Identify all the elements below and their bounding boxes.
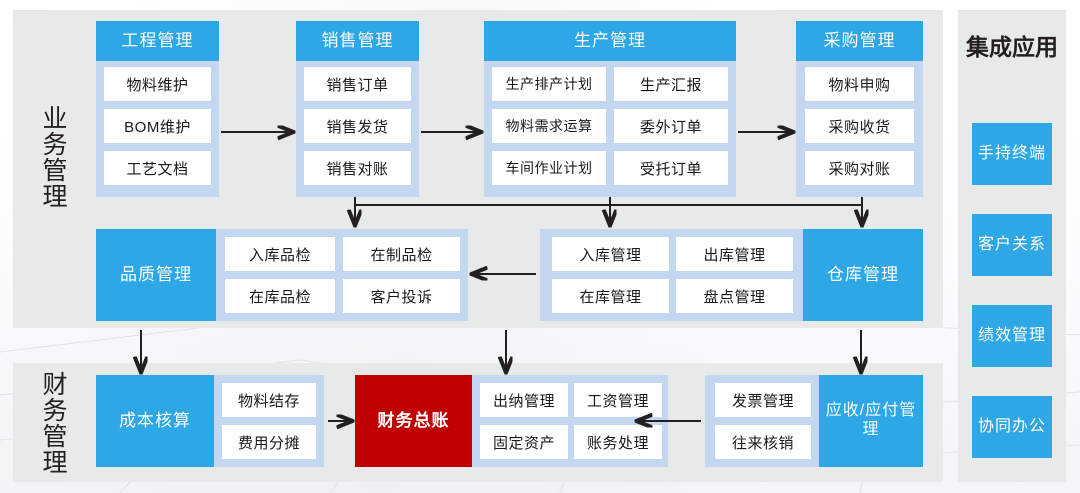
group-ledger[interactable]: 财务总账 出纳管理 工资管理 固定资产 账务处理: [355, 375, 668, 467]
cell-outbound-management[interactable]: 出库管理: [676, 237, 793, 271]
group-purchase-header[interactable]: 采购管理: [796, 21, 923, 61]
group-ledger-header[interactable]: 财务总账: [355, 375, 472, 467]
cell-fixed-assets[interactable]: 固定资产: [480, 425, 568, 459]
cell-inbound-management[interactable]: 入库管理: [552, 237, 669, 271]
row-label-business: 业务管理: [39, 105, 67, 209]
group-receivable-payable[interactable]: 发票管理 往来核销 应收/应付管理: [705, 375, 923, 467]
group-warehouse[interactable]: 入库管理 出库管理 在库管理 盘点管理 仓库管理: [540, 229, 923, 321]
group-warehouse-header[interactable]: 仓库管理: [803, 229, 923, 321]
group-quality-header[interactable]: 品质管理: [96, 229, 216, 321]
cell-material-balance[interactable]: 物料结存: [222, 383, 316, 417]
cell-purchase-reconciliation[interactable]: 采购对账: [805, 151, 914, 185]
cell-workshop-job-plan[interactable]: 车间作业计划: [492, 151, 606, 185]
cell-expense-allocation[interactable]: 费用分摊: [222, 425, 316, 459]
cell-wip-inspection[interactable]: 在制品检: [343, 237, 460, 271]
cell-payroll-management[interactable]: 工资管理: [574, 383, 662, 417]
group-cost[interactable]: 成本核算 物料结存 费用分摊: [96, 375, 324, 467]
group-purchase[interactable]: 采购管理 物料申购 采购收货 采购对账: [796, 21, 923, 197]
row-label-finance: 财务管理: [39, 371, 67, 475]
group-sales-header[interactable]: 销售管理: [296, 21, 419, 61]
group-sales[interactable]: 销售管理 销售订单 销售发货 销售对账: [296, 21, 419, 197]
cell-material-requirement-calculation[interactable]: 物料需求运算: [492, 109, 606, 143]
cell-accounting-processing[interactable]: 账务处理: [574, 425, 662, 459]
group-engineering-header[interactable]: 工程管理: [96, 21, 219, 61]
rail-item-collaborative-office[interactable]: 协同办公: [972, 396, 1052, 458]
cell-settlement-writeoff[interactable]: 往来核销: [715, 425, 811, 459]
cell-bom-maintenance[interactable]: BOM维护: [104, 109, 211, 143]
cell-stock-inspection[interactable]: 在库品检: [225, 279, 335, 313]
integrated-apps-title: 集成应用: [966, 34, 1058, 60]
group-production[interactable]: 生产管理 生产排产计划 生产汇报 物料需求运算 委外订单 车间作业计划 受托订单: [484, 21, 736, 197]
rail-item-handheld-terminal[interactable]: 手持终端: [972, 123, 1052, 185]
cell-sales-order[interactable]: 销售订单: [304, 67, 411, 101]
cell-entrusted-order[interactable]: 受托订单: [614, 151, 728, 185]
cell-sales-delivery[interactable]: 销售发货: [304, 109, 411, 143]
cell-production-report[interactable]: 生产汇报: [614, 67, 728, 101]
cell-process-document[interactable]: 工艺文档: [104, 151, 211, 185]
cell-production-schedule-plan[interactable]: 生产排产计划: [492, 67, 606, 101]
cell-stocktaking-management[interactable]: 盘点管理: [676, 279, 793, 313]
cell-customer-complaint[interactable]: 客户投诉: [343, 279, 460, 313]
cell-cashier-management[interactable]: 出纳管理: [480, 383, 568, 417]
group-cost-header[interactable]: 成本核算: [96, 375, 214, 467]
cell-inbound-inspection[interactable]: 入库品检: [225, 237, 335, 271]
cell-stock-management[interactable]: 在库管理: [552, 279, 669, 313]
group-production-header[interactable]: 生产管理: [484, 21, 736, 61]
cell-outsourcing-order[interactable]: 委外订单: [614, 109, 728, 143]
rail-item-customer-relationship[interactable]: 客户关系: [972, 214, 1052, 276]
group-engineering[interactable]: 工程管理 物料维护 BOM维护 工艺文档: [96, 21, 219, 197]
integrated-apps-rail: 集成应用 手持终端 客户关系 绩效管理 协同办公: [958, 10, 1066, 482]
group-receivable-payable-header[interactable]: 应收/应付管理: [819, 375, 923, 467]
group-quality[interactable]: 品质管理 入库品检 在制品检 在库品检 客户投诉: [96, 229, 468, 321]
cell-material-purchase-request[interactable]: 物料申购: [805, 67, 914, 101]
cell-sales-reconciliation[interactable]: 销售对账: [304, 151, 411, 185]
rail-item-performance-management[interactable]: 绩效管理: [972, 305, 1052, 367]
cell-material-maintenance[interactable]: 物料维护: [104, 67, 211, 101]
cell-invoice-management[interactable]: 发票管理: [715, 383, 811, 417]
cell-purchase-receipt[interactable]: 采购收货: [805, 109, 914, 143]
